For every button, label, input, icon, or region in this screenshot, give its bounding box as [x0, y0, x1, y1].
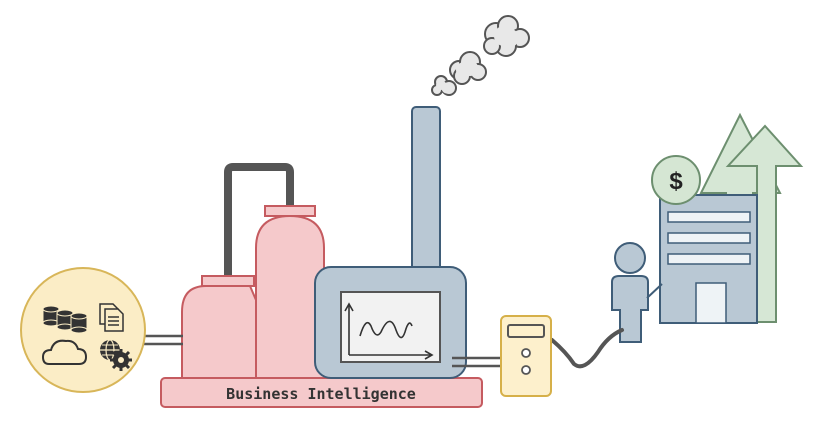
- factory-label: Business Intelligence: [226, 385, 416, 403]
- building-window-1: [667, 211, 751, 223]
- storage-tank-right: [255, 205, 325, 379]
- growth-arrow-front: [725, 124, 804, 323]
- database-icon: [42, 305, 88, 334]
- building-window-2: [667, 232, 751, 244]
- data-input-pipe: [140, 334, 183, 346]
- web-settings-icon: [100, 339, 132, 371]
- storage-tank-left: [181, 275, 257, 379]
- tank-connector-pipe: [224, 163, 294, 286]
- analytics-monitor: [340, 291, 441, 363]
- line-chart-icon: [344, 302, 434, 360]
- documents-icon: [99, 303, 124, 332]
- power-cable: [550, 328, 624, 369]
- dollar-coin: $: [651, 155, 701, 205]
- smoke-clouds: [431, 15, 530, 96]
- dollar-sign: $: [669, 168, 683, 195]
- control-panel: [500, 315, 552, 397]
- building-door: [695, 282, 727, 324]
- person-icon: [611, 242, 663, 343]
- control-panel-knob-2: [521, 365, 531, 375]
- building-window-3: [667, 253, 751, 265]
- smokestack: [411, 106, 441, 273]
- company-building: [659, 194, 758, 324]
- data-sources: [20, 267, 146, 393]
- output-pipe: [452, 356, 502, 368]
- control-panel-knob-1: [521, 348, 531, 358]
- cloud-icon: [41, 339, 88, 365]
- control-panel-display: [507, 324, 545, 338]
- analytics-machine: [314, 266, 467, 379]
